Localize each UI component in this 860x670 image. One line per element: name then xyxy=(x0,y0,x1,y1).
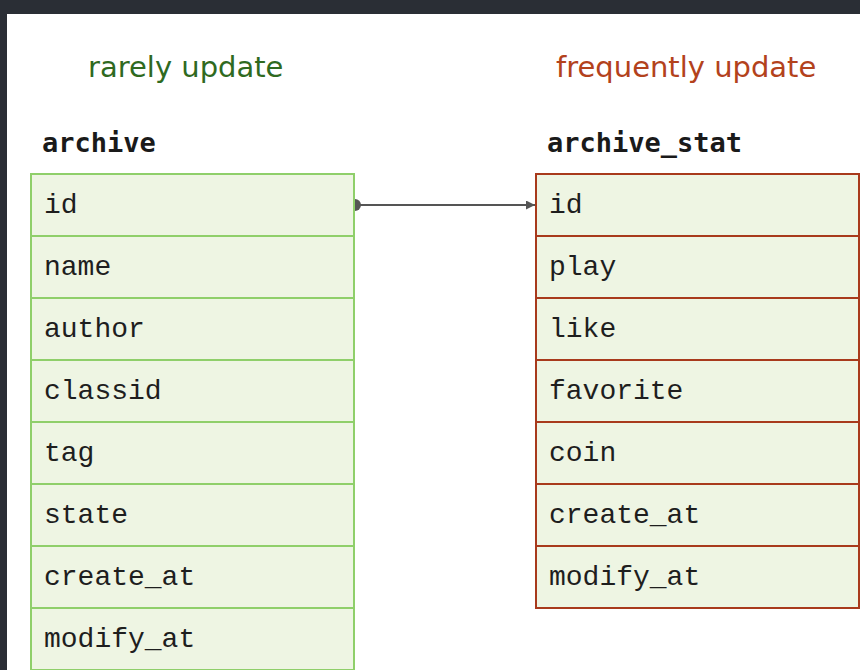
table-field: name xyxy=(30,235,355,299)
table-field: id xyxy=(30,173,355,237)
field-name: favorite xyxy=(549,376,683,407)
field-name: id xyxy=(44,190,78,221)
table-field: classid xyxy=(30,359,355,423)
table-field: id xyxy=(535,173,860,237)
table-field: coin xyxy=(535,421,860,485)
field-name: play xyxy=(549,252,616,283)
table-field: create_at xyxy=(535,483,860,547)
table-field: favorite xyxy=(535,359,860,423)
screen-frame xyxy=(0,0,860,14)
table-field: create_at xyxy=(30,545,355,609)
field-name: modify_at xyxy=(44,624,195,655)
field-name: classid xyxy=(44,376,162,407)
field-name: tag xyxy=(44,438,94,469)
table-field: modify_at xyxy=(30,607,355,670)
table-name: archive_stat xyxy=(547,127,742,158)
field-name: id xyxy=(549,190,583,221)
table-field: state xyxy=(30,483,355,547)
field-name: like xyxy=(549,314,616,345)
section-label: rarely update xyxy=(88,50,283,84)
field-name: state xyxy=(44,500,128,531)
table-field: play xyxy=(535,235,860,299)
section-label: frequently update xyxy=(556,50,816,84)
screen-frame xyxy=(0,0,7,670)
table-name: archive xyxy=(42,127,156,158)
table-field: author xyxy=(30,297,355,361)
field-name: author xyxy=(44,314,145,345)
field-name: coin xyxy=(549,438,616,469)
field-name: create_at xyxy=(44,562,195,593)
table-field: modify_at xyxy=(535,545,860,609)
field-name: modify_at xyxy=(549,562,700,593)
table-field: tag xyxy=(30,421,355,485)
field-name: create_at xyxy=(549,500,700,531)
table-field: like xyxy=(535,297,860,361)
field-name: name xyxy=(44,252,111,283)
reference-arrow xyxy=(349,199,535,211)
